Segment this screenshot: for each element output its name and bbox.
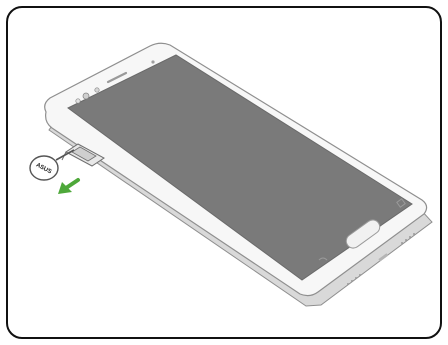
eject-direction-arrow (58, 180, 78, 194)
top-dot-icon (151, 60, 154, 63)
front-camera-icon (83, 93, 89, 99)
flash-icon (76, 99, 80, 103)
sensor-icon (95, 88, 99, 92)
